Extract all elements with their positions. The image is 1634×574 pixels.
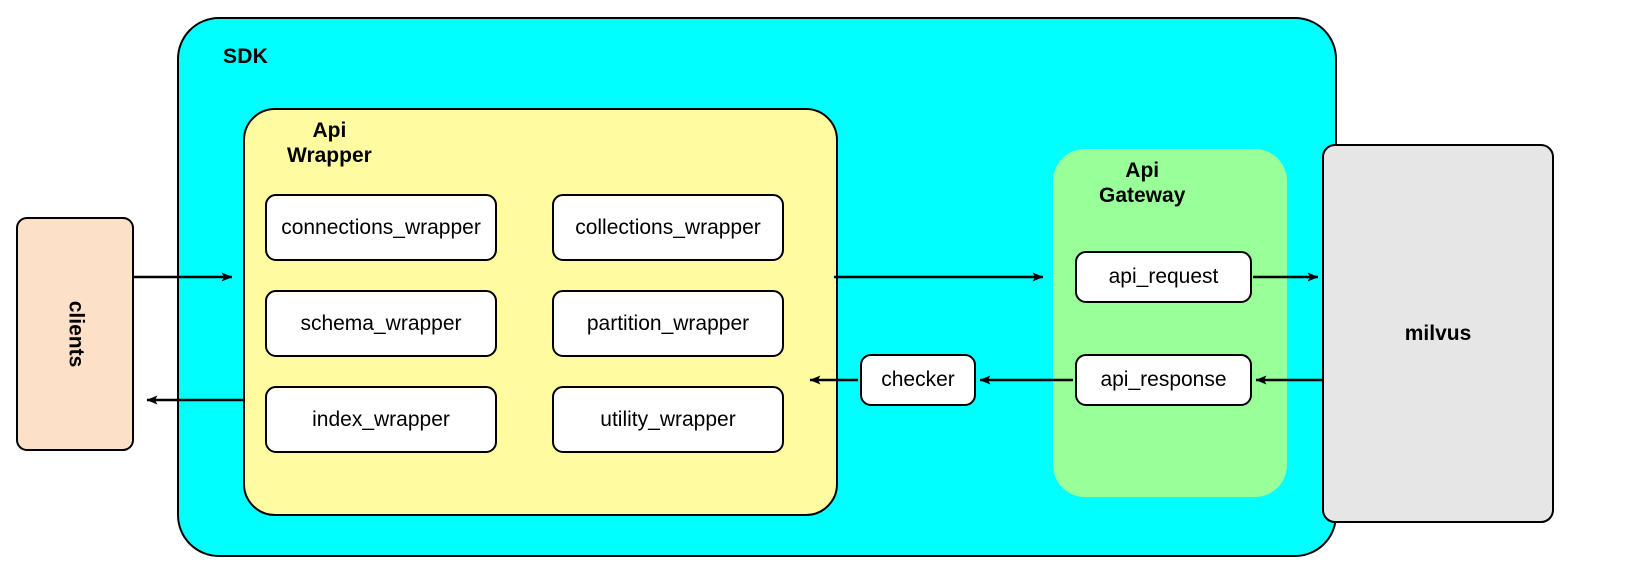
api-gateway-container: Api Gateway [1053,149,1287,497]
node-api-response[interactable]: api_response [1075,354,1252,406]
api-gateway-label: Api Gateway [1099,159,1186,207]
module-connections-wrapper[interactable]: connections_wrapper [265,194,497,261]
sdk-label: SDK [223,45,268,68]
module-utility-wrapper[interactable]: utility_wrapper [552,386,784,453]
module-schema-wrapper[interactable]: schema_wrapper [265,290,497,357]
module-index-wrapper[interactable]: index_wrapper [265,386,497,453]
milvus-node[interactable]: milvus [1322,144,1554,523]
clients-node[interactable]: clients [16,217,134,451]
module-partition-wrapper[interactable]: partition_wrapper [552,290,784,357]
module-collections-wrapper[interactable]: collections_wrapper [552,194,784,261]
checker-node[interactable]: checker [860,354,976,406]
clients-label: clients [64,300,87,368]
api-wrapper-label: Api Wrapper [287,119,372,167]
node-api-request[interactable]: api_request [1075,251,1252,303]
